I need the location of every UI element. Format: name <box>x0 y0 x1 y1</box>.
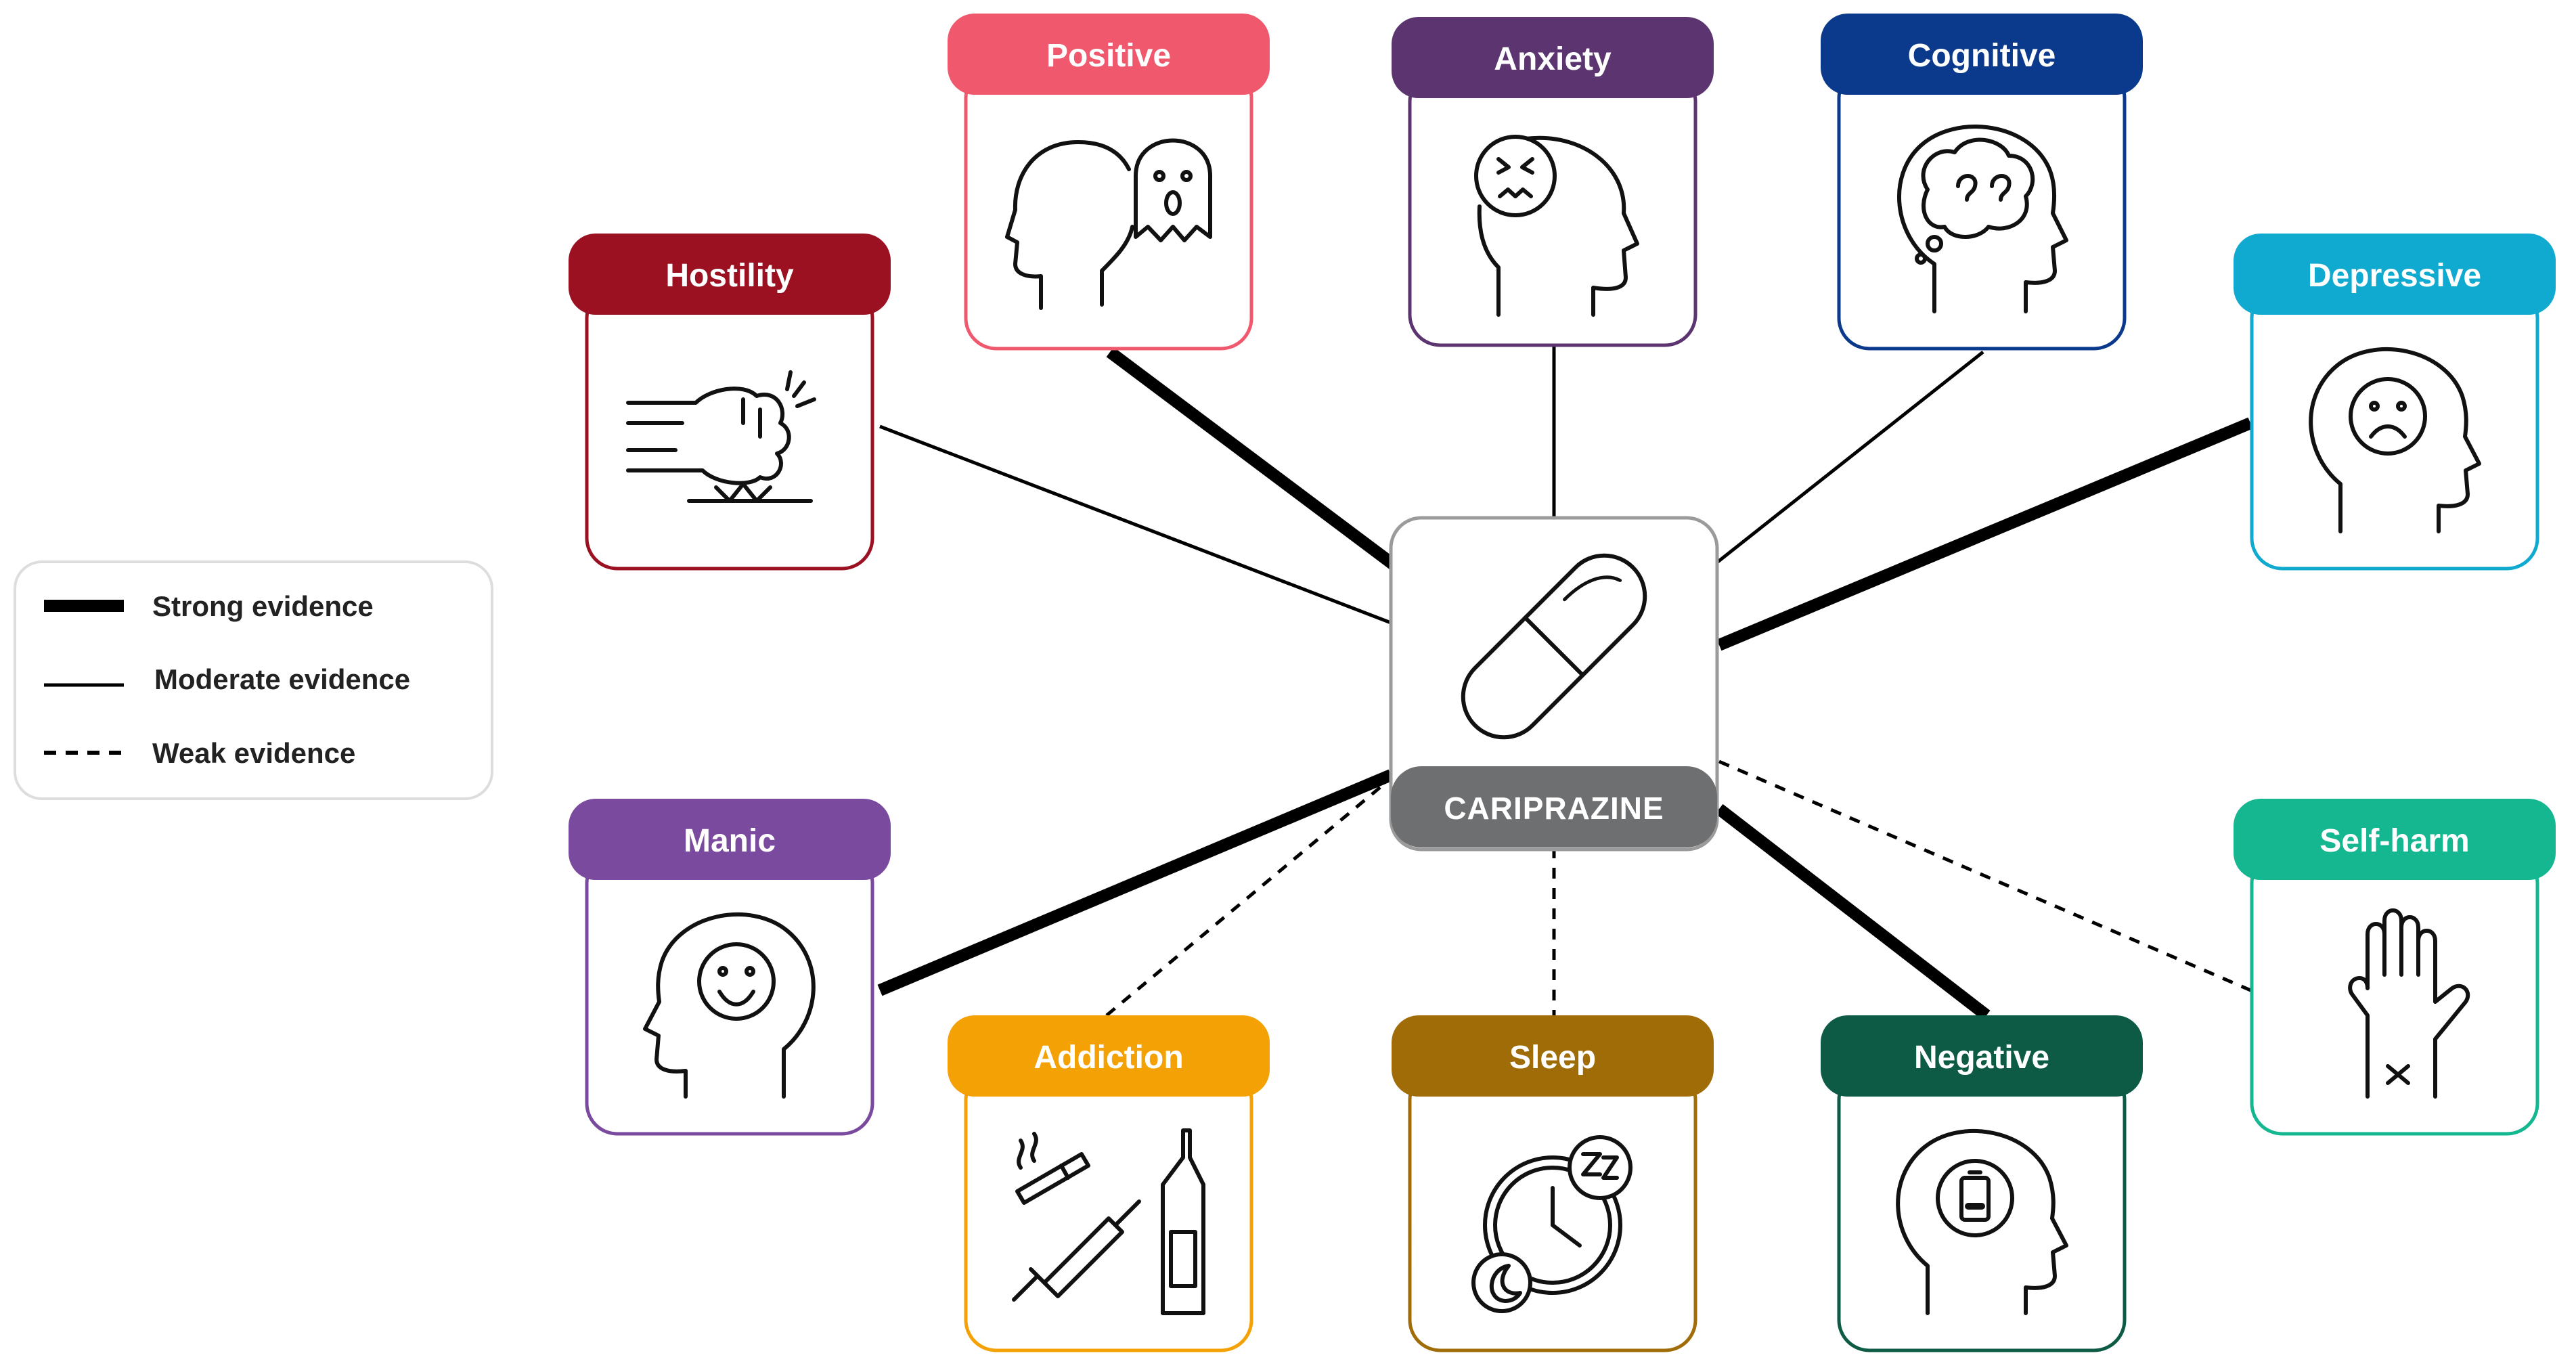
connector-hostility <box>879 424 1392 625</box>
punching-fist-icon <box>626 370 816 503</box>
connector-manic <box>877 769 1394 996</box>
card-title: Anxiety <box>1494 41 1612 77</box>
card-frame <box>1408 69 1697 347</box>
legend: Strong evidence Moderate evidence Weak e… <box>14 560 493 800</box>
card-title: Depressive <box>2308 258 2481 294</box>
card-title: Sleep <box>1509 1040 1596 1076</box>
sad-face-head-icon <box>2309 347 2481 533</box>
center-label: CARIPRAZINE <box>1444 791 1664 826</box>
domain-card-depressive: Depressive <box>2234 234 2556 571</box>
card-frame <box>964 1067 1253 1352</box>
card-title: Self-harm <box>2319 823 2469 859</box>
legend-label-moderate: Moderate evidence <box>154 663 410 695</box>
center-label-pill <box>1391 766 1717 847</box>
card-title: Manic <box>684 823 776 859</box>
confused-brain-head-icon <box>1896 125 2068 313</box>
card-header <box>1392 1015 1714 1097</box>
card-header <box>1821 14 2143 95</box>
domain-card-anxiety: Anxiety <box>1392 17 1714 347</box>
connector-addiction <box>1105 777 1392 1017</box>
card-title: Hostility <box>665 258 794 294</box>
card-title: Positive <box>1046 38 1171 74</box>
card-title: Cognitive <box>1908 38 2056 74</box>
domain-card-addiction: Addiction <box>948 1015 1270 1352</box>
hallucination-ghost-head-icon <box>1005 138 1212 310</box>
capsule-pill-icon <box>1461 553 1647 740</box>
domain-card-manic: Manic <box>569 799 891 1136</box>
hand-cut-wrist-icon <box>2348 908 2470 1099</box>
card-header <box>569 799 891 880</box>
stressed-face-head-icon <box>1474 135 1639 317</box>
cigarette-syringe-bottle-icon <box>1012 1128 1205 1315</box>
connectors <box>877 344 2255 1021</box>
card-frame <box>1837 1067 2127 1352</box>
card-header <box>2234 799 2556 880</box>
connector-depressive <box>1716 417 2253 651</box>
card-header <box>1392 17 1714 98</box>
card-frame <box>2250 851 2539 1136</box>
card-header <box>1821 1015 2143 1097</box>
connector-selfharm <box>1718 759 2255 994</box>
card-title: Negative <box>1914 1040 2049 1076</box>
center-card-cariprazine: CARIPRAZINE <box>1389 516 1719 852</box>
card-frame <box>585 286 874 571</box>
domain-card-cognitive: Cognitive <box>1821 14 2143 351</box>
domain-card-hostility: Hostility <box>569 234 891 571</box>
domain-card-selfharm: Self-harm <box>2234 799 2556 1136</box>
card-frame <box>585 851 874 1136</box>
domain-card-positive: Positive <box>948 14 1270 351</box>
domain-card-sleep: Sleep <box>1392 1015 1714 1352</box>
card-header <box>569 234 891 315</box>
domain-card-negative: Negative <box>1821 1015 2143 1352</box>
low-battery-head-icon <box>1896 1129 2068 1315</box>
card-header <box>948 1015 1270 1097</box>
legend-label-strong: Strong evidence <box>152 590 374 622</box>
clock-moon-sleep-icon <box>1471 1135 1633 1313</box>
card-header <box>948 14 1270 95</box>
happy-face-head-icon <box>643 912 816 1099</box>
card-header <box>2234 234 2556 315</box>
connector-cognitive <box>1716 351 1984 563</box>
connector-negative <box>1715 803 1991 1021</box>
legend-frame <box>14 560 493 800</box>
card-title: Addiction <box>1034 1040 1183 1076</box>
card-frame <box>1837 66 2127 351</box>
connector-positive <box>1106 347 1398 571</box>
legend-label-weak: Weak evidence <box>152 737 355 769</box>
